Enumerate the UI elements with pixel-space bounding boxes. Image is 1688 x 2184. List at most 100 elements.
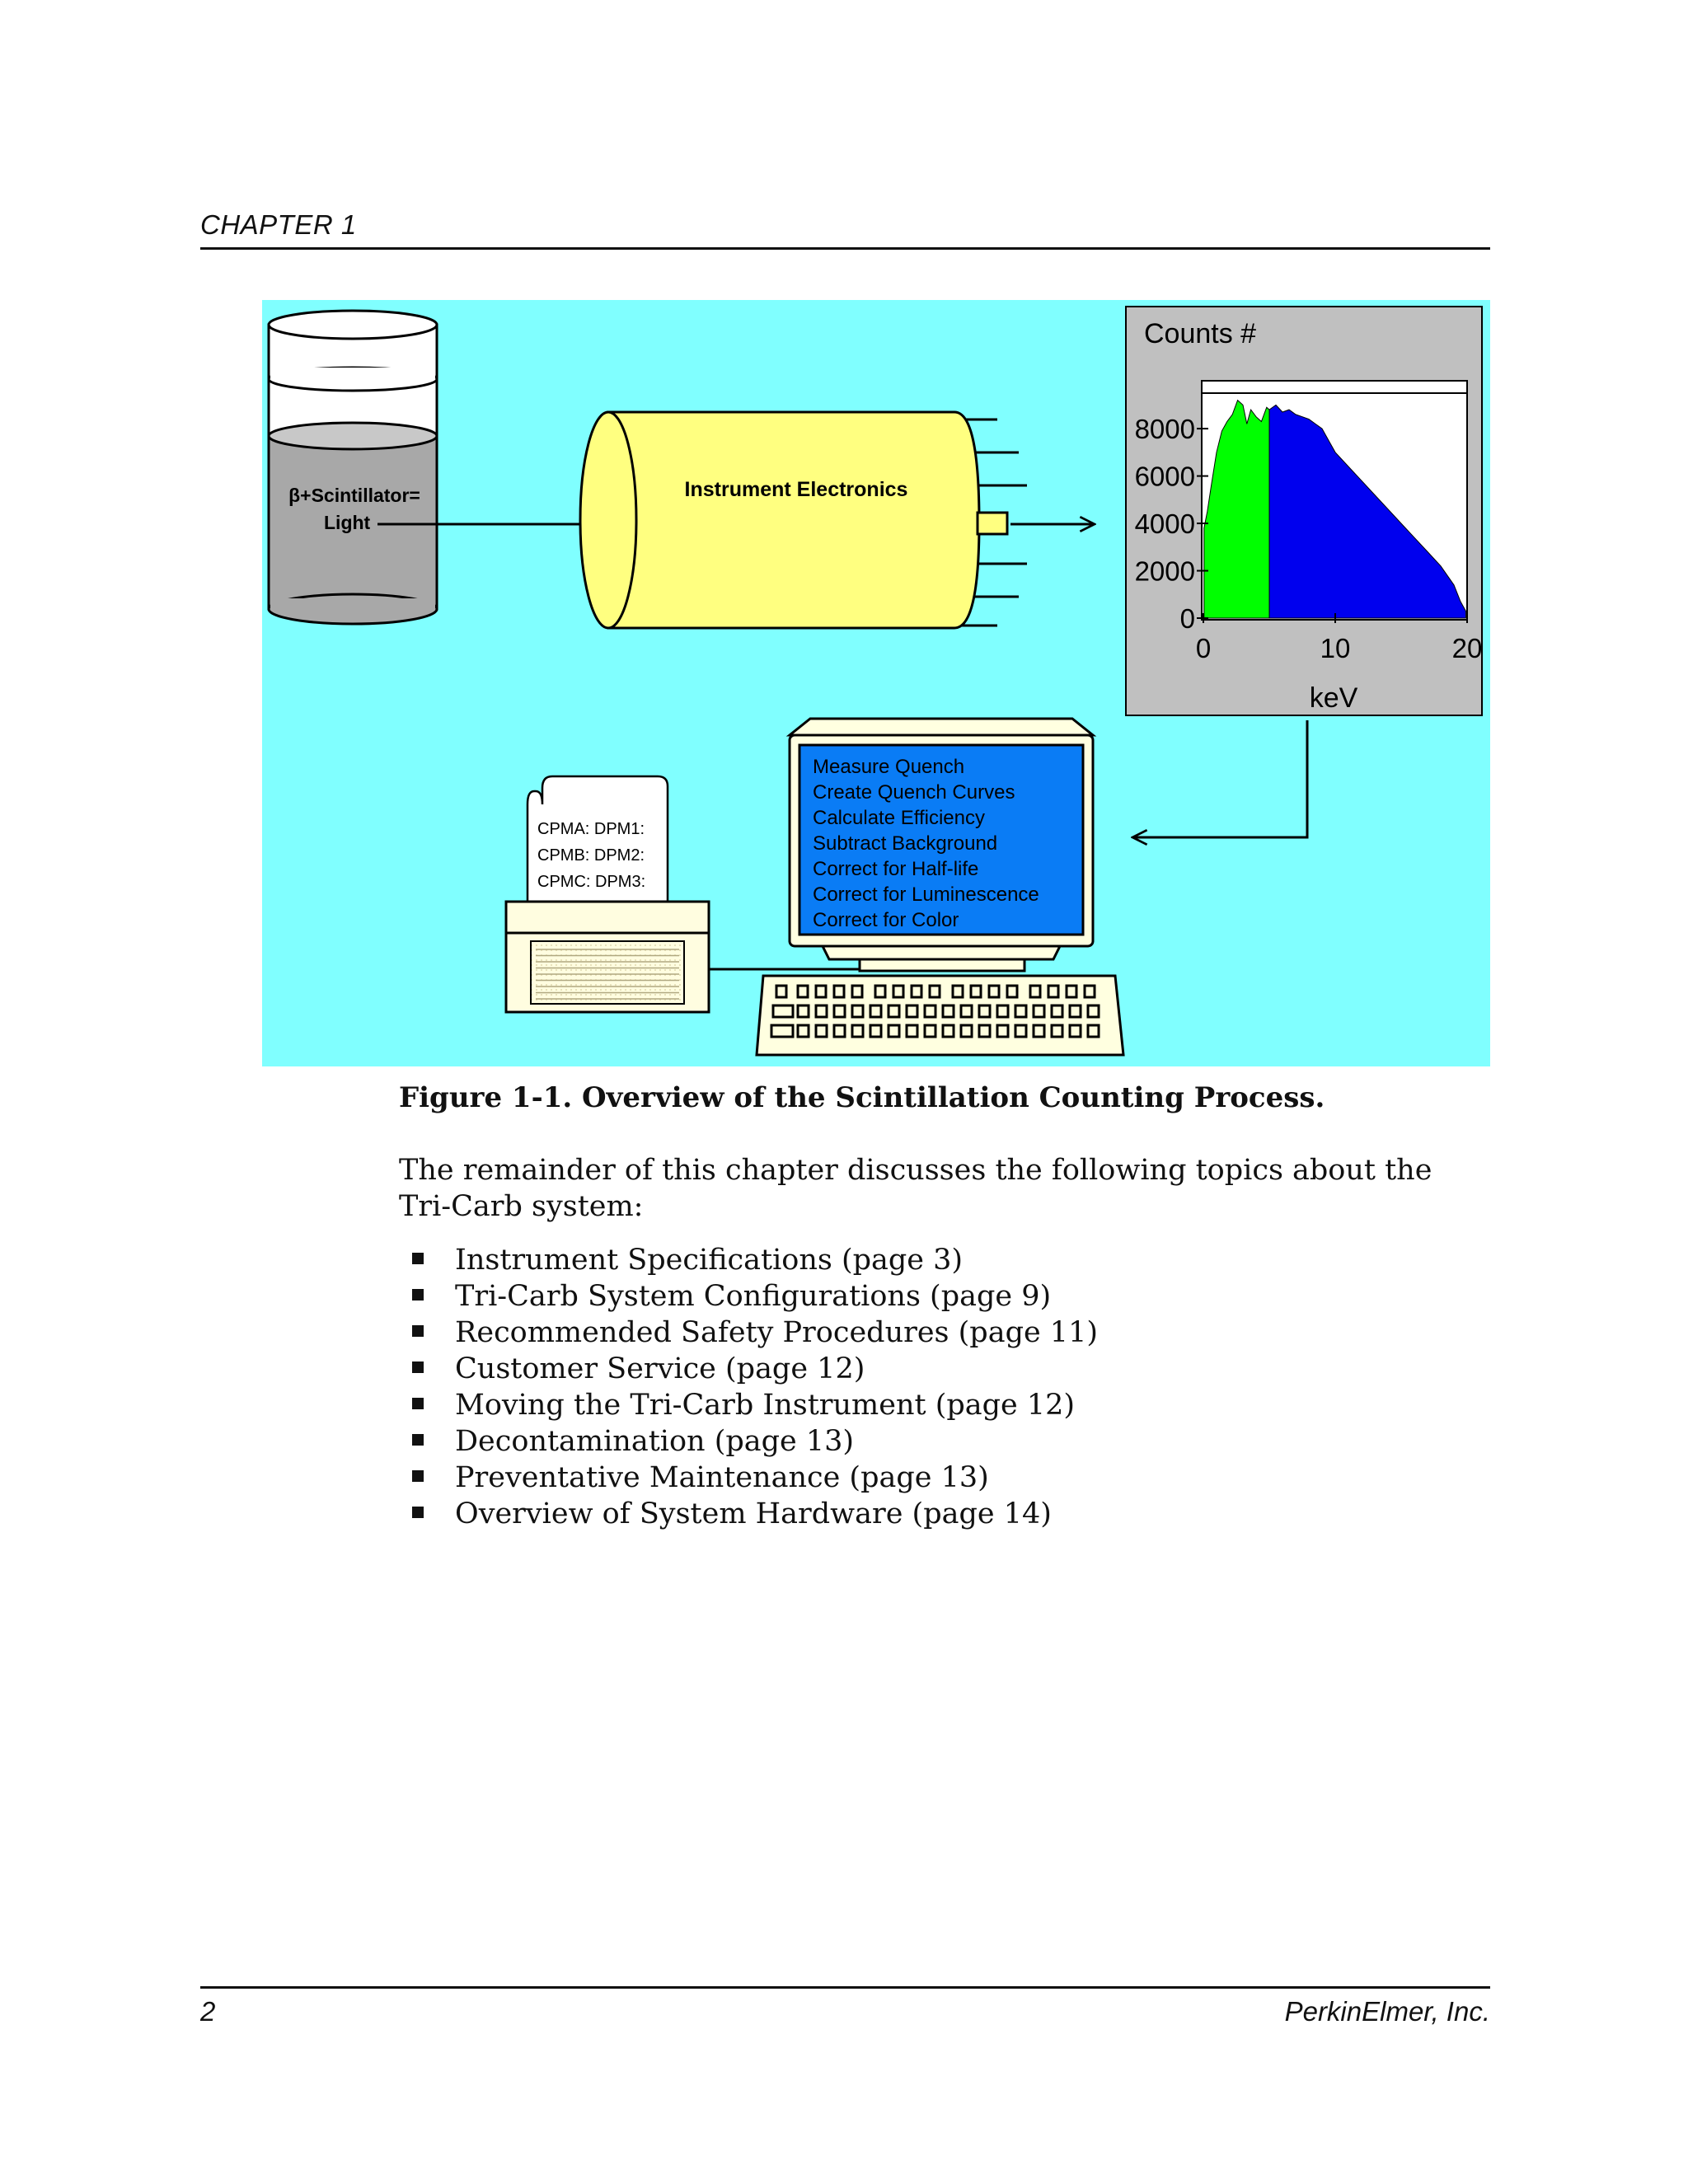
keyboard-key	[1006, 984, 1019, 999]
monitor-menu-item: Subtract Background	[813, 832, 997, 855]
topic-text: Preventative Maintenance (page 13)	[455, 1461, 989, 1494]
keyboard-key	[1029, 984, 1042, 999]
y-tick-label: 2000	[1135, 556, 1195, 587]
printout-line: CPMB: DPM2:	[537, 846, 645, 865]
x-tick-label: 10	[1320, 633, 1351, 663]
monitor-menu-item: Calculate Efficiency	[813, 807, 985, 829]
bullet-square-icon	[412, 1506, 424, 1518]
list-item: Tri-Carb System Configurations (page 9)	[412, 1278, 1098, 1315]
bullet-square-icon	[412, 1433, 424, 1446]
keyboard-key	[1068, 1024, 1082, 1038]
monitor-menu-item: Correct for Color	[813, 909, 959, 931]
data-arrow	[1132, 720, 1309, 837]
keyboard-key	[928, 984, 941, 999]
keyboard-key	[1083, 984, 1096, 999]
y-tick-label: 8000	[1135, 414, 1195, 444]
keyboard-key	[832, 1024, 846, 1038]
spectrum-series-1	[1268, 404, 1466, 619]
keyboard-key	[996, 1024, 1010, 1038]
keyboard-key	[1050, 1004, 1064, 1019]
list-item: Overview of System Hardware (page 14)	[412, 1496, 1098, 1532]
bullet-square-icon	[412, 1361, 424, 1373]
keyboard-key	[959, 1004, 973, 1019]
keyboard-key	[832, 1004, 846, 1019]
keyboard-key	[796, 1004, 810, 1019]
keyboard-key	[832, 984, 846, 999]
keyboard-key	[1050, 1024, 1064, 1038]
keyboard-key	[887, 1024, 901, 1038]
y-tick-label: 6000	[1135, 462, 1195, 492]
topic-text: Customer Service (page 12)	[455, 1352, 865, 1385]
keyboard-key	[905, 1004, 919, 1019]
keyboard-key	[1047, 984, 1060, 999]
topic-list: Instrument Specifications (page 3) Tri-C…	[412, 1242, 1098, 1532]
keyboard-key	[771, 1004, 795, 1019]
topic-text: Recommended Safety Procedures (page 11)	[455, 1316, 1098, 1349]
plot-title: Counts #	[1144, 318, 1256, 349]
monitor-menu-item: Correct for Luminescence	[813, 883, 1039, 906]
keyboard-key	[814, 984, 828, 999]
y-tick-label: 4000	[1135, 509, 1195, 539]
keyboard-key	[851, 1024, 865, 1038]
keyboard-key	[969, 984, 982, 999]
printout-line: CPMA: DPM1:	[537, 820, 645, 838]
monitor-menu-item: Correct for Half-life	[813, 858, 978, 880]
topic-text: Instrument Specifications (page 3)	[455, 1244, 964, 1277]
keyboard-key	[1086, 1004, 1100, 1019]
keyboard-key	[887, 1004, 901, 1019]
list-item: Preventative Maintenance (page 13)	[412, 1460, 1098, 1496]
keyboard-key	[978, 1024, 992, 1038]
keyboard-key	[1068, 1004, 1082, 1019]
topic-text: Tri-Carb System Configurations (page 9)	[455, 1280, 1052, 1313]
topic-text: Overview of System Hardware (page 14)	[455, 1497, 1052, 1530]
keyboard-key	[996, 1004, 1010, 1019]
bullet-square-icon	[412, 1324, 424, 1337]
running-head-chapter: CHAPTER 1	[200, 209, 357, 240]
page-number: 2	[200, 1996, 216, 2027]
header-rule	[200, 247, 1490, 250]
keyboard-key	[1014, 1004, 1028, 1019]
intro-paragraph: The remainder of this chapter discusses …	[399, 1154, 1432, 1223]
bullet-square-icon	[412, 1469, 424, 1482]
keyboard-key	[959, 1024, 973, 1038]
instrument-electronics-cylinder: Instrument Electronics	[579, 410, 1027, 630]
figure-scintillation-overview: β+Scintillator= Light Instrument Electro…	[262, 300, 1490, 1066]
instrument-electronics-label: Instrument Electronics	[685, 478, 908, 501]
scintillation-vial: β+Scintillator= Light	[267, 309, 438, 626]
keyboard-key	[910, 984, 923, 999]
list-item: Recommended Safety Procedures (page 11)	[412, 1315, 1098, 1351]
keyboard-key	[796, 984, 809, 999]
keyboard-key	[923, 1004, 937, 1019]
keyboard-key	[1032, 1004, 1046, 1019]
keyboard-key	[905, 1024, 919, 1038]
monitor-screen	[798, 743, 1085, 936]
keyboard-key	[851, 984, 864, 999]
keyboard-key	[978, 1004, 992, 1019]
keyboard-key	[1065, 984, 1078, 999]
keyboard-key	[796, 1024, 810, 1038]
list-item: Instrument Specifications (page 3)	[412, 1242, 1098, 1278]
footer-rule	[200, 1986, 1490, 1989]
x-tick-label: 20	[1452, 633, 1483, 663]
x-tick-label: 0	[1196, 633, 1211, 663]
topic-text: Moving the Tri-Carb Instrument (page 12)	[455, 1389, 1076, 1422]
keyboard-key	[775, 984, 788, 999]
list-item: Moving the Tri-Carb Instrument (page 12)	[412, 1387, 1098, 1423]
printer: CPMA: DPM1:CPMB: DPM2:CPMC: DPM3:	[504, 775, 710, 1014]
keyboard-key	[770, 1024, 795, 1038]
keyboard-key	[941, 1004, 955, 1019]
keyboard-key	[1032, 1024, 1046, 1038]
bullet-square-icon	[412, 1288, 424, 1301]
keyboard-key	[1086, 1024, 1100, 1038]
figure-caption: Figure 1-1. Overview of the Scintillatio…	[399, 1081, 1325, 1114]
keyboard-key	[869, 1004, 883, 1019]
keyboard-key	[814, 1004, 828, 1019]
keyboard-key	[814, 1024, 828, 1038]
list-item: Customer Service (page 12)	[412, 1351, 1098, 1387]
vial-label-line1: β+Scintillator=	[288, 485, 420, 506]
spectrum-series-0	[1203, 399, 1270, 619]
y-tick-label: 0	[1180, 603, 1195, 634]
keyboard-key	[923, 1024, 937, 1038]
